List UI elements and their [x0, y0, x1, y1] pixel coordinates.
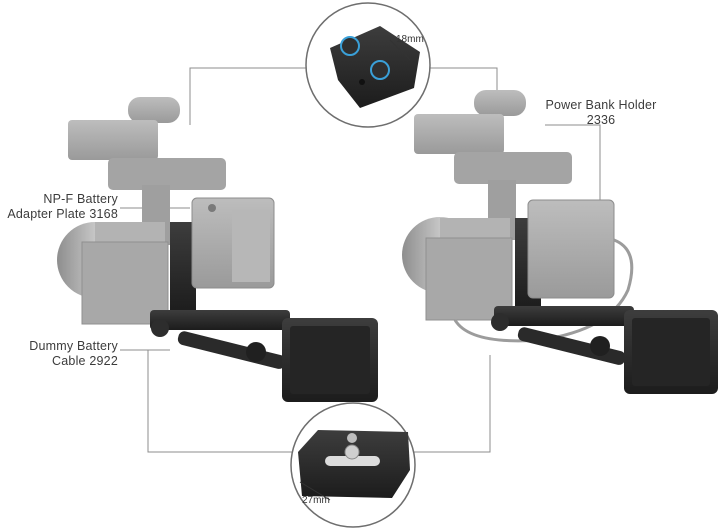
bottom-detail-zoom: 27mm [290, 402, 416, 528]
dummy-cable-line1: Dummy Battery [29, 339, 118, 353]
right-rig-illustration [402, 90, 718, 394]
bottom-dimension-label: 27mm [302, 495, 330, 506]
power-bank-callout: Power Bank Holder 2336 [538, 98, 664, 128]
top-dimension-label: 18mm [396, 34, 424, 45]
npf-plate-callout: NP-F Battery Adapter Plate 3168 [0, 192, 118, 222]
power-bank-line2: 2336 [586, 113, 616, 127]
npf-plate-line1: NP-F Battery [43, 192, 118, 206]
dummy-cable-line2: Cable 2922 [52, 354, 118, 368]
left-rig-illustration [57, 97, 378, 402]
top-detail-zoom: 18mm [305, 2, 431, 128]
npf-plate-line2: Adapter Plate 3168 [7, 207, 118, 221]
dummy-cable-callout: Dummy Battery Cable 2922 [0, 339, 118, 369]
power-bank-line1: Power Bank Holder [545, 98, 657, 112]
